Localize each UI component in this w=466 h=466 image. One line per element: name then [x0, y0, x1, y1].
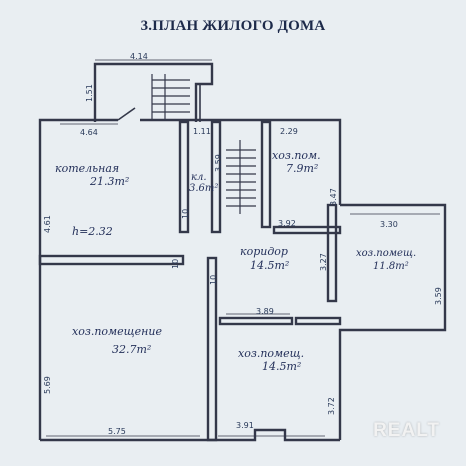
plan-title: 3.ПЛАН ЖИЛОГО ДОМА [140, 18, 326, 34]
dim-corridor-depth: 3.27 [319, 253, 328, 271]
wall-annex-left [326, 203, 338, 303]
outer-wall-bottom [40, 428, 340, 442]
dim-left-lower: 5.69 [43, 376, 52, 394]
dim-closet-depth: 3.59 [214, 154, 223, 172]
room-storage-name: хоз.пом. [272, 149, 321, 162]
room-storage-area: 7.9m² [286, 162, 319, 175]
dim-bottom-left: 5.75 [108, 427, 126, 436]
stairs-inner [226, 140, 256, 214]
room-closet-name: кл. [191, 172, 207, 183]
room-small-name: хоз.помещ. [238, 347, 305, 360]
dim-storage-depth: 3.47 [329, 188, 338, 206]
wall-thickness-3: 10 [209, 274, 218, 285]
wall-thickness-2: 10 [171, 258, 180, 269]
wall-boiler-right [178, 120, 190, 234]
height-note: h=2.32 [72, 225, 113, 238]
dim-closet-width: 1.11 [193, 127, 211, 136]
dim-annex-width: 3.30 [380, 220, 398, 229]
outer-wall-top-right [140, 118, 342, 205]
dim-top: 4.14 [130, 52, 148, 61]
room-large-name: хоз.помещение [72, 325, 163, 338]
dim-entrance-side: 1.51 [85, 84, 94, 102]
room-closet-area: 3.6m² [189, 183, 219, 194]
wall-mid-horizontal [38, 254, 185, 266]
dim-top-left: 4.64 [80, 128, 98, 137]
dim-room-top: 3.89 [256, 307, 274, 316]
dim-left-upper: 4.61 [43, 215, 52, 233]
room-small-area: 14.5m² [262, 360, 302, 373]
dim-bottom-mid: 3.91 [236, 421, 254, 430]
room-annex-area: 11.8m² [373, 261, 409, 272]
dim-storage-bottom: 3.92 [278, 219, 296, 228]
room-boiler-area: 21.3m² [90, 175, 130, 188]
room-annex-name: хоз.помещ. [356, 248, 417, 259]
wall-storage-bottom [272, 225, 342, 235]
entrance-projection [93, 62, 214, 122]
dim-right-lower: 3.72 [327, 397, 336, 415]
dim-annex-depth: 3.59 [434, 287, 443, 305]
wall-annex-bottom [294, 316, 342, 326]
annex-wall [338, 203, 447, 440]
wall-corridor-left [206, 256, 218, 442]
outer-wall-top-left [38, 118, 118, 440]
wall-stair-left [210, 120, 222, 234]
watermark-logo: REALT [373, 420, 440, 441]
wall-room-bottom-top [218, 316, 294, 326]
room-corridor-area: 14.5m² [250, 259, 290, 272]
room-boiler-name: котельная [55, 162, 120, 175]
room-large-area: 32.7m² [112, 343, 152, 356]
wall-thickness-1: 10 [181, 208, 190, 219]
dim-storage-width: 2.29 [280, 127, 298, 136]
stairs-top [151, 74, 190, 120]
room-corridor-name: коридор [240, 245, 288, 258]
wall-stair-right [260, 120, 272, 229]
